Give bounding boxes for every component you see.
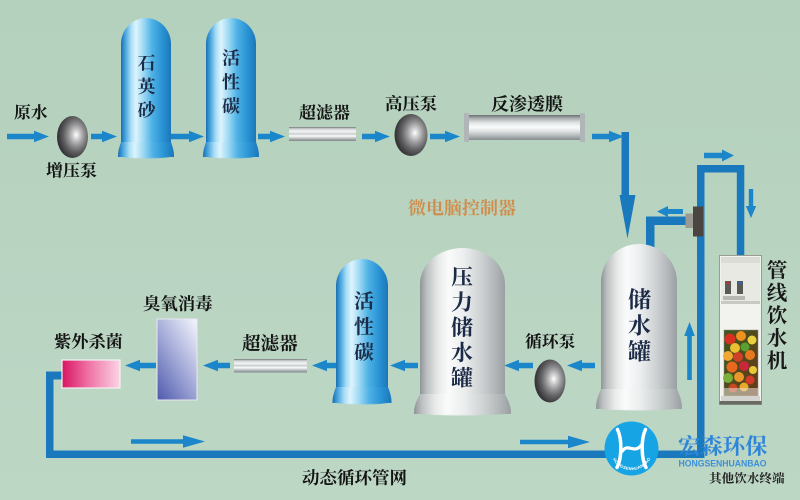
svg-text:HONGSENHUANBAO: HONGSENHUANBAO — [679, 459, 767, 469]
